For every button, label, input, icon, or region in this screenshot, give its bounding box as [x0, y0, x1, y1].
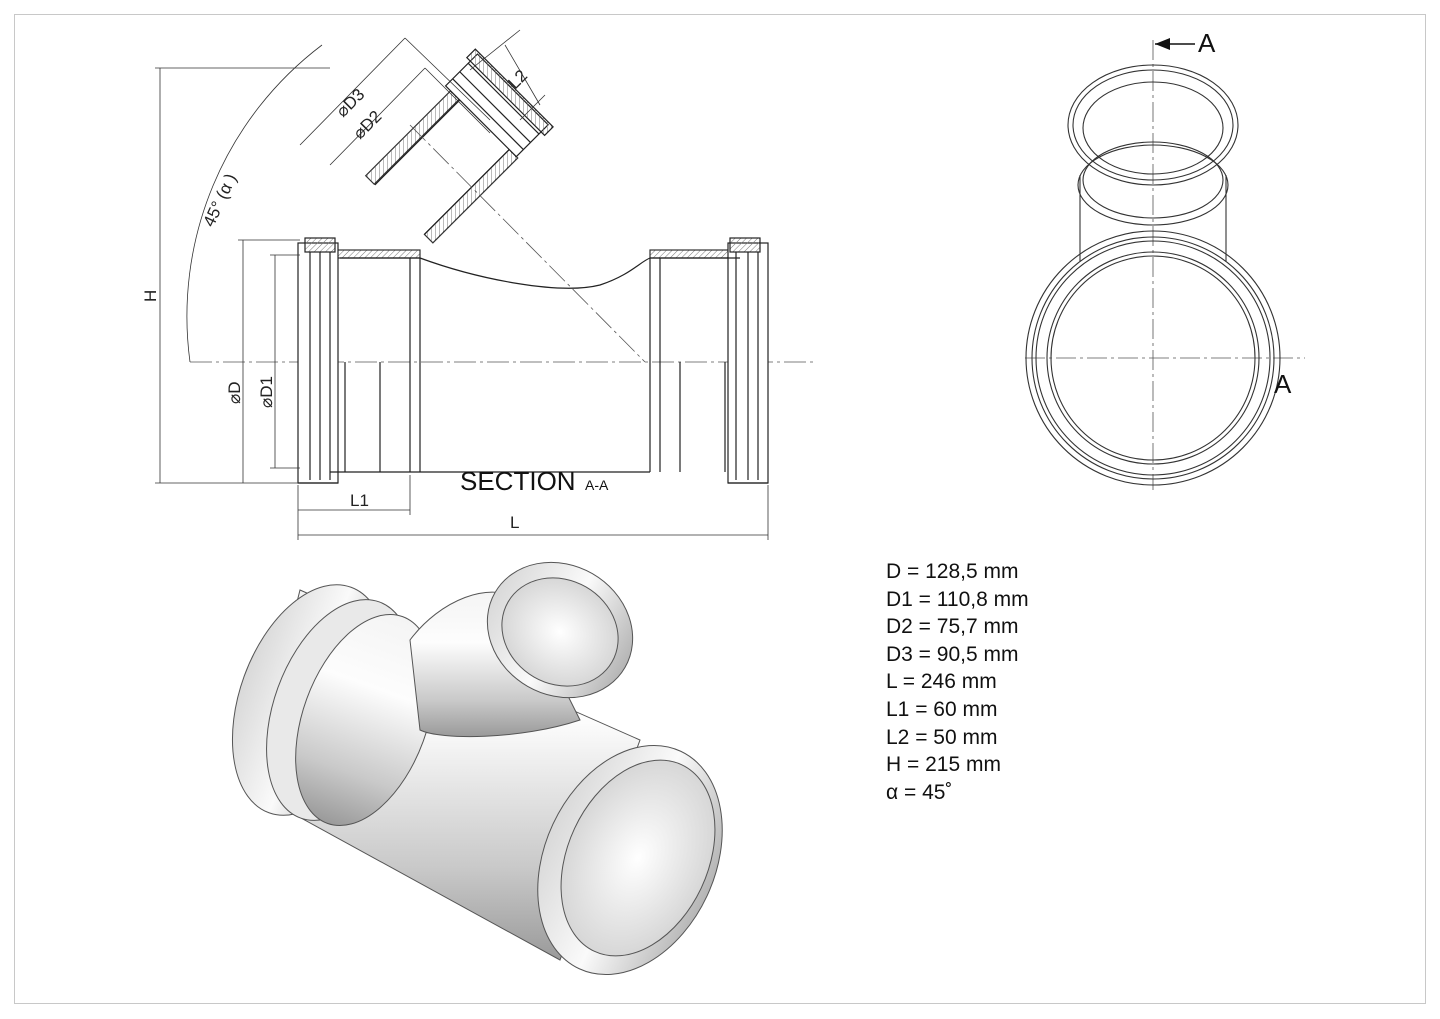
- label-d: ⌀D: [225, 381, 244, 404]
- label-h: H: [141, 290, 160, 302]
- spec-alpha: α = 45˚: [886, 780, 953, 804]
- spec-d3: D3 = 90,5 mm: [886, 642, 1019, 666]
- section-marker-right: A: [1274, 369, 1292, 399]
- spec-d2: D2 = 75,7 mm: [886, 615, 1019, 639]
- spec-l1: L1 = 60 mm: [886, 697, 998, 721]
- section-view: [190, 48, 815, 484]
- spec-list: D = 128,5 mm D1 = 110,8 mm D2 = 75,7 mm …: [886, 558, 1029, 806]
- label-l: L: [510, 513, 519, 532]
- section-suffix: A-A: [585, 477, 609, 493]
- isometric-view: [231, 561, 723, 976]
- label-angle: 45° (α ): [199, 171, 240, 230]
- spec-h: H = 215 mm: [886, 753, 1001, 777]
- label-d1: ⌀D1: [257, 376, 276, 408]
- spec-d1: D1 = 110,8 mm: [886, 587, 1029, 611]
- label-d2: ⌀D2: [349, 107, 385, 143]
- section-title: SECTION: [460, 466, 576, 496]
- spec-l: L = 246 mm: [886, 670, 997, 694]
- spec-d: D = 128,5 mm: [886, 560, 1019, 583]
- end-view: [1025, 38, 1305, 490]
- dimension-lines: [155, 29, 769, 540]
- spec-l2: L2 = 50 mm: [886, 725, 998, 749]
- section-marker-top: A: [1198, 28, 1216, 58]
- label-l1: L1: [350, 491, 369, 510]
